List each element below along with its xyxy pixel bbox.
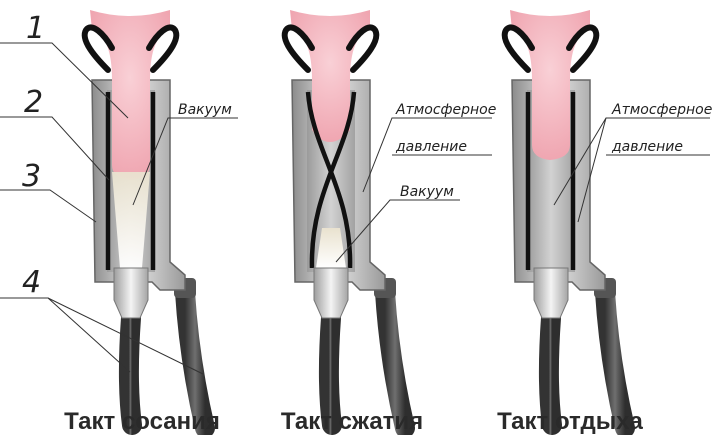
annotation-atmospheric-squeezing: Атмосферное	[395, 102, 496, 118]
annotation-atmospheric-resting: Атмосферное	[611, 102, 712, 118]
caption-sucking: Такт сосания	[64, 408, 220, 435]
panel-squeezing	[285, 10, 405, 428]
part-number-4: 4	[22, 265, 41, 300]
leader-3	[0, 190, 96, 222]
caption-squeezing: Такт сжатия	[281, 408, 423, 435]
annotation-vacuum-sucking: Вакуум	[178, 102, 232, 118]
annotation-pressure-resting: давление	[611, 139, 683, 155]
annotation-pressure-squeezing: давление	[395, 139, 467, 155]
caption-resting: Такт отдыха	[497, 408, 643, 435]
leader-4	[0, 298, 203, 374]
part-number-3: 3	[22, 159, 41, 194]
milk-nozzle	[114, 268, 148, 318]
panel-sucking	[85, 10, 205, 428]
milk-nozzle	[534, 268, 568, 318]
part-number-2: 2	[24, 85, 43, 120]
part-number-1: 1	[26, 11, 45, 46]
panel-resting	[505, 10, 625, 428]
annotation-vacuum-squeezing: Вакуум	[400, 184, 454, 200]
milk-nozzle	[314, 268, 348, 318]
